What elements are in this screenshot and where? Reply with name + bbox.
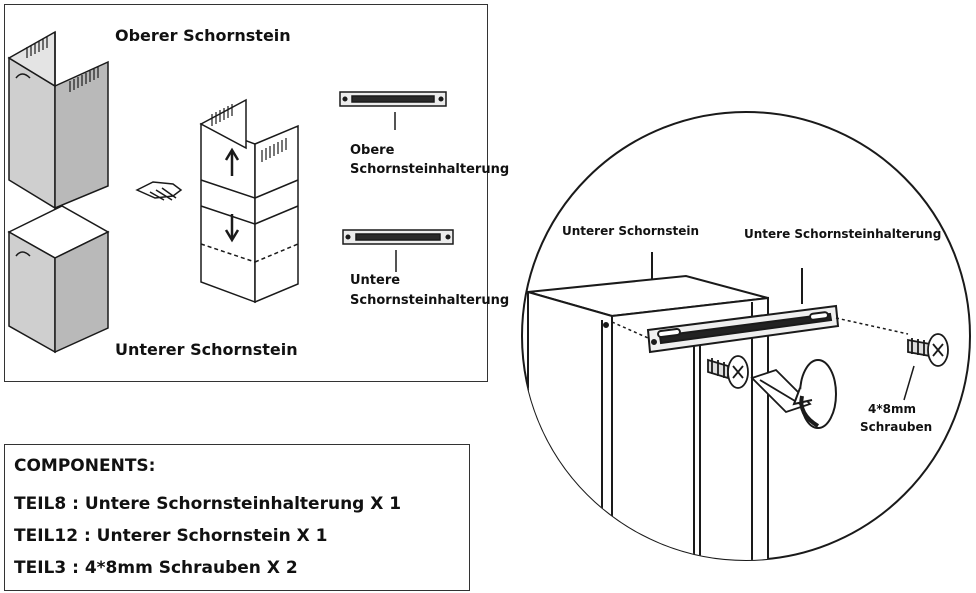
- upper-chimney-label: Oberer Schornstein: [115, 26, 291, 45]
- detail-lower-chimney-label: Unterer Schornstein: [562, 224, 699, 238]
- upper-chimney-illustration: [7, 30, 109, 210]
- upper-bracket-label-line2: Schornsteinhalterung: [350, 162, 510, 177]
- rotation-arrow-icon: [792, 359, 837, 429]
- hand-pointing-icon: [135, 181, 183, 201]
- assembled-chimney-illustration: [199, 98, 299, 304]
- screw-right-icon: [907, 333, 949, 367]
- components-box: [4, 444, 470, 591]
- detail-bracket-illustration: [646, 252, 840, 354]
- component-item-teil12: TEIL12 : Unterer Schornstein X 1: [14, 526, 328, 546]
- lower-chimney-label: Unterer Schornstein: [115, 340, 298, 359]
- arrow-up-icon: [224, 147, 240, 176]
- component-item-teil3: TEIL3 : 4*8mm Schrauben X 2: [14, 558, 298, 578]
- lower-bracket-illustration: [342, 229, 454, 272]
- screw-name-label: Schrauben: [860, 420, 933, 434]
- lower-bracket-label-line2: Schornsteinhalterung: [350, 293, 510, 308]
- lower-bracket-label-line1: Untere: [350, 273, 401, 288]
- components-title: COMPONENTS:: [14, 456, 156, 476]
- assembly-panel: [4, 4, 488, 382]
- detail-lower-bracket-label: Untere Schornsteinhalterung: [744, 227, 942, 241]
- screw-size-label: 4*8mm: [868, 402, 916, 416]
- arrow-down-icon: [224, 214, 240, 243]
- lower-chimney-illustration: [7, 205, 110, 354]
- upper-bracket-label-line1: Obere: [350, 143, 395, 158]
- upper-bracket-illustration: [339, 91, 447, 130]
- screw-left-icon: [707, 355, 749, 389]
- component-item-teil8: TEIL8 : Untere Schornsteinhalterung X 1: [14, 494, 402, 514]
